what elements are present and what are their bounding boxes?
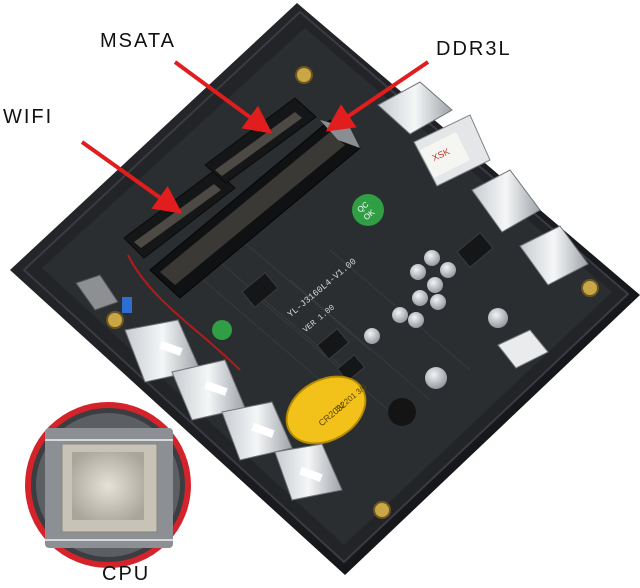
qc-sticker-small <box>212 320 232 340</box>
chips <box>241 231 494 382</box>
side-port <box>75 274 119 311</box>
ddr-slot-inner <box>160 132 345 285</box>
qc-sticker: QC OK <box>352 194 384 226</box>
ddr3l-label: DDR3L <box>436 38 512 60</box>
wifi-label: WIFI <box>3 106 54 128</box>
brand-sticker: XSK <box>420 132 470 178</box>
wifi-arrow <box>80 140 183 214</box>
cmos-battery: CR2032 3V 201 3/6 <box>285 375 369 445</box>
wifi-antenna-cable <box>127 254 241 371</box>
msata-label: MSATA <box>100 30 176 52</box>
capacitors <box>364 250 508 389</box>
buzzer <box>388 398 416 426</box>
cpu-inset <box>25 402 191 568</box>
msata-slot-pins <box>215 112 302 176</box>
wifi-slot-pins <box>134 184 221 248</box>
cpu-label: CPU <box>102 563 151 585</box>
lan-ports <box>124 319 343 501</box>
cpu-chip <box>72 452 144 520</box>
connector-white <box>497 329 549 369</box>
side-switch <box>122 297 132 313</box>
screws <box>106 66 599 519</box>
msata-arrow <box>173 60 273 134</box>
pcb <box>42 28 612 545</box>
pcb-traces <box>179 229 471 421</box>
annotation-arrows <box>80 60 430 214</box>
ddr-arrow <box>325 60 430 132</box>
